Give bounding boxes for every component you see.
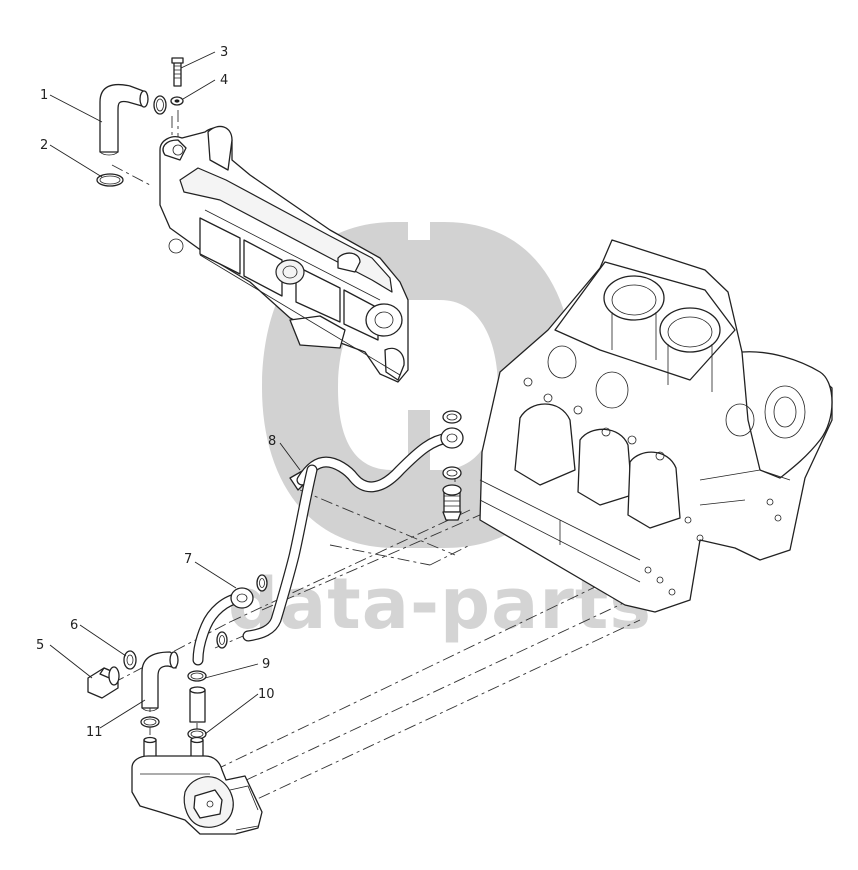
engine-block bbox=[479, 239, 833, 613]
banjo-bolt-upper bbox=[442, 410, 462, 521]
callout-8: 8 bbox=[268, 434, 276, 449]
callout-1: 1 bbox=[40, 88, 48, 103]
washer-item-6 bbox=[123, 650, 137, 670]
hose-clamp-upper bbox=[153, 95, 167, 115]
callout-4: 4 bbox=[220, 73, 228, 88]
callout-11: 11 bbox=[86, 725, 103, 740]
washer-item-4 bbox=[170, 96, 184, 106]
elbow-hose-item-11 bbox=[141, 651, 179, 712]
straight-hose-item-9 bbox=[189, 686, 206, 723]
oil-pipe-long bbox=[242, 427, 464, 642]
valve-cover-manifold bbox=[159, 125, 409, 383]
callout-5: 5 bbox=[36, 638, 44, 653]
callout-10: 10 bbox=[258, 687, 275, 702]
upper-elbow-hose bbox=[99, 83, 149, 156]
bolt-item-3 bbox=[171, 57, 184, 87]
callout-3: 3 bbox=[220, 45, 228, 60]
plug-bolt-item-5 bbox=[87, 666, 120, 699]
callout-leaders bbox=[49, 51, 301, 735]
callout-2: 2 bbox=[40, 138, 48, 153]
callout-6: 6 bbox=[70, 618, 78, 633]
hose-clamps-lower bbox=[140, 670, 207, 740]
hose-clamp-lower bbox=[96, 173, 124, 187]
callout-9: 9 bbox=[262, 657, 270, 672]
callout-labels: 1 2 3 4 5 6 7 8 9 10 11 bbox=[36, 45, 276, 740]
banjo-pipe-item-7 bbox=[192, 574, 268, 666]
lower-bracket-housing bbox=[131, 736, 263, 835]
callout-7: 7 bbox=[184, 552, 192, 567]
